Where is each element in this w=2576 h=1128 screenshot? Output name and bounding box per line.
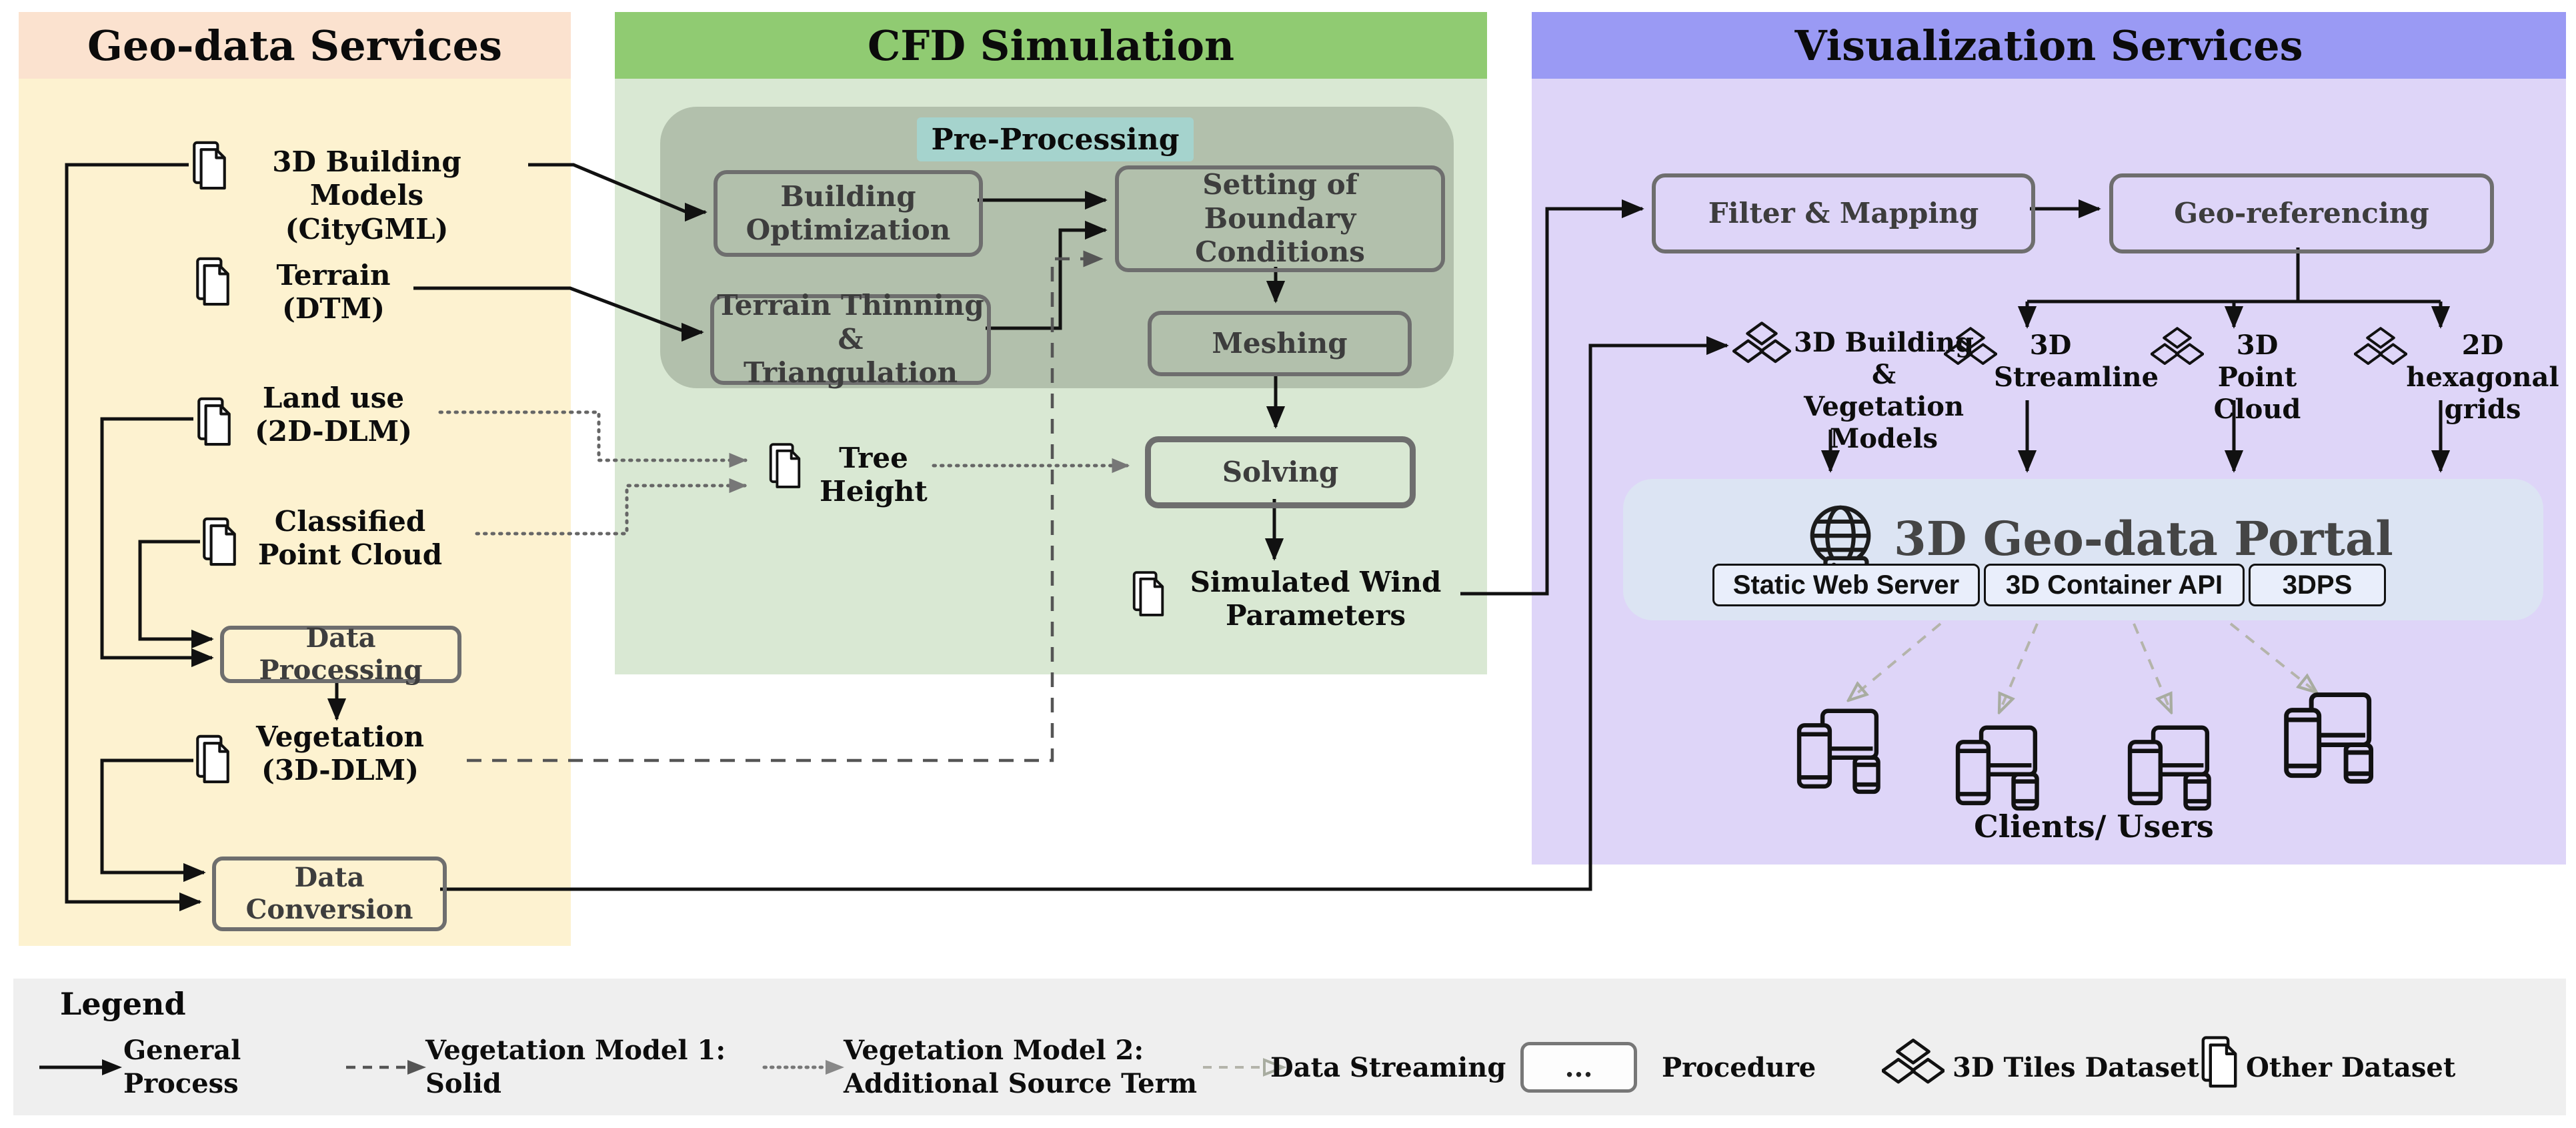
- filter-mapping-box: Filter & Mapping: [1652, 173, 2035, 253]
- vegetation-model-2-arrow-icon: [762, 1060, 844, 1075]
- viz-panel-title: Visualization Services: [1794, 21, 2303, 70]
- document-icon: [192, 732, 233, 787]
- simulated-wind-parameters-label: Simulated Wind Parameters: [1190, 566, 1442, 632]
- vegetation-model-1-arrow-icon: [346, 1060, 426, 1075]
- document-icon: [766, 439, 804, 494]
- visualization-services-panel: [1532, 12, 2566, 865]
- portal-service-static-web-server: Static Web Server: [1712, 564, 1980, 606]
- document-icon: [189, 139, 230, 193]
- legend-vegetation-model-2: Vegetation Model 2: Additional Source Te…: [844, 1035, 1198, 1099]
- meshing-box: Meshing: [1148, 311, 1412, 376]
- geo-item-3d-building-models: 3D Building Models (CityGML): [272, 145, 461, 245]
- dataset-3d-building-vegetation: 3D Building & Vegetation Models: [1794, 327, 1974, 454]
- client-devices-icon: [1953, 720, 2046, 814]
- document-icon: [199, 515, 240, 570]
- legend-general-process: General Process: [123, 1035, 241, 1099]
- building-optimization-box: Building Optimization: [714, 170, 983, 257]
- portal-title: 3D Geo-data Portal: [1894, 511, 2393, 566]
- geo-item-classified-point-cloud: Classified Point Cloud: [257, 505, 443, 572]
- document-icon: [192, 255, 233, 310]
- client-devices-icon: [2125, 720, 2218, 814]
- general-process-arrow-icon: [39, 1059, 122, 1075]
- dataset-3d-streamline: 3D Streamline: [1994, 330, 2159, 393]
- legend-3d-tiles-dataset: 3D Tiles Dataset: [1953, 1052, 2199, 1083]
- legend-other-dataset: Other Dataset: [2246, 1052, 2456, 1083]
- geo-item-vegetation: Vegetation (3D-DLM): [255, 720, 425, 787]
- geo-referencing-box: Geo-referencing: [2109, 173, 2494, 253]
- client-devices-icon: [2281, 687, 2381, 787]
- portal-service-3d-container-api: 3D Container API: [1984, 564, 2245, 606]
- geo-item-terrain: Terrain (DTM): [276, 259, 391, 326]
- procedure-box-icon: ...: [1520, 1042, 1637, 1093]
- 3d-tiles-icon: [1882, 1038, 1945, 1091]
- terrain-thinning-box: Terrain Thinning & Triangulation: [710, 289, 991, 389]
- dataset-3d-point-cloud: 3D Point Cloud: [2213, 330, 2301, 425]
- portal-service-3dps: 3DPS: [2249, 564, 2386, 606]
- legend-panel: [13, 979, 2566, 1115]
- legend-title: Legend: [60, 986, 186, 1022]
- cfd-simulation-header: CFD Simulation: [615, 12, 1487, 79]
- geo-data-services-header: Geo-data Services: [19, 12, 571, 79]
- 3d-tiles-icon: [1944, 327, 1997, 371]
- legend-vegetation-model-1: Vegetation Model 1: Solid: [425, 1035, 726, 1099]
- data-processing-box: Data Processing: [220, 622, 461, 686]
- data-streaming-arrow-icon: [1203, 1058, 1287, 1077]
- 3d-tiles-icon: [2151, 327, 2204, 371]
- clients-users-label: Clients/ Users: [1974, 808, 2214, 844]
- document-icon: [193, 395, 235, 450]
- geo-panel-title: Geo-data Services: [87, 21, 502, 70]
- legend-procedure: Procedure: [1662, 1052, 1816, 1083]
- geo-item-land-use: Land use (2D-DLM): [254, 382, 413, 448]
- client-devices-icon: [1794, 704, 1887, 797]
- data-conversion-box: Data Conversion: [212, 857, 447, 931]
- document-icon: [1129, 567, 1168, 622]
- 3d-tiles-icon: [1732, 322, 1791, 370]
- legend-data-streaming: Data Streaming: [1270, 1052, 1506, 1083]
- solving-box: Solving: [1145, 436, 1416, 508]
- cfd-panel-title: CFD Simulation: [867, 21, 1235, 70]
- setting-boundary-conditions-box: Setting of Boundary Conditions: [1115, 165, 1445, 272]
- visualization-services-header: Visualization Services: [1532, 12, 2566, 79]
- document-icon: [2197, 1033, 2241, 1093]
- tree-height-label: Tree Height: [820, 442, 928, 508]
- pre-processing-label: Pre-Processing: [917, 117, 1194, 161]
- dataset-2d-hexagonal-grids: 2D hexagonal grids: [2406, 330, 2559, 425]
- 3d-tiles-icon: [2354, 327, 2407, 371]
